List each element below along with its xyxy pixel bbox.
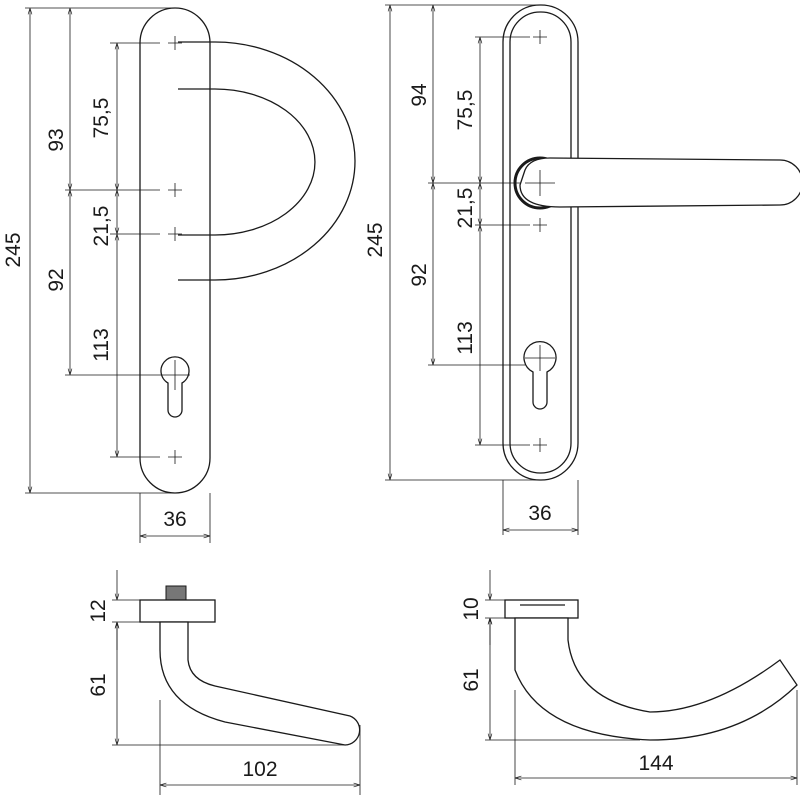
right-side-view: 10 61 144: [460, 570, 798, 785]
dim-projection: 144: [638, 752, 673, 775]
right-front-view: 245 94 92 75,5 21,5 113 36: [364, 4, 800, 535]
lever-side: [514, 617, 798, 741]
cylinder-cutout: [160, 356, 190, 418]
dim-rosette: 10: [460, 597, 483, 620]
dim-height: 61: [460, 668, 483, 691]
lever-side: [159, 621, 361, 746]
cylinder-cutout: [523, 340, 557, 410]
left-front-view: 245 93 92 75,5 21,5 113 36: [2, 7, 356, 543]
screw-hole-marks: [160, 36, 190, 464]
dim-hole-hole: 113: [90, 328, 113, 361]
backplate-outer: [502, 4, 579, 481]
dim-hole-spindle: 75,5: [454, 90, 477, 131]
dim-projection: 102: [242, 758, 277, 781]
left-side-view: 12 61 102: [87, 570, 361, 795]
dim-total-height: 245: [2, 232, 25, 267]
dim-spindle-hole: 21,5: [454, 188, 477, 229]
dim-upper: 93: [45, 128, 68, 151]
dim-hole-hole: 113: [454, 321, 477, 354]
dim-lower: 92: [408, 263, 431, 286]
dim-lower: 92: [45, 268, 68, 291]
dim-width: 36: [528, 502, 551, 525]
rosette: [504, 599, 579, 619]
dim-hole-spindle: 75,5: [90, 98, 113, 139]
rosette: [139, 599, 216, 623]
backplate-inner: [509, 11, 572, 474]
lever-handle: [519, 157, 800, 208]
backplate: [139, 7, 211, 494]
screw-hole-marks: [525, 30, 555, 452]
dim-rosette: 12: [87, 599, 110, 622]
dim-upper: 94: [408, 83, 431, 107]
spindle: [165, 585, 187, 601]
dim-spindle-hole: 21,5: [90, 206, 113, 247]
dim-total-height: 245: [364, 222, 387, 257]
dim-height: 61: [87, 673, 110, 696]
dim-width: 36: [163, 508, 186, 531]
